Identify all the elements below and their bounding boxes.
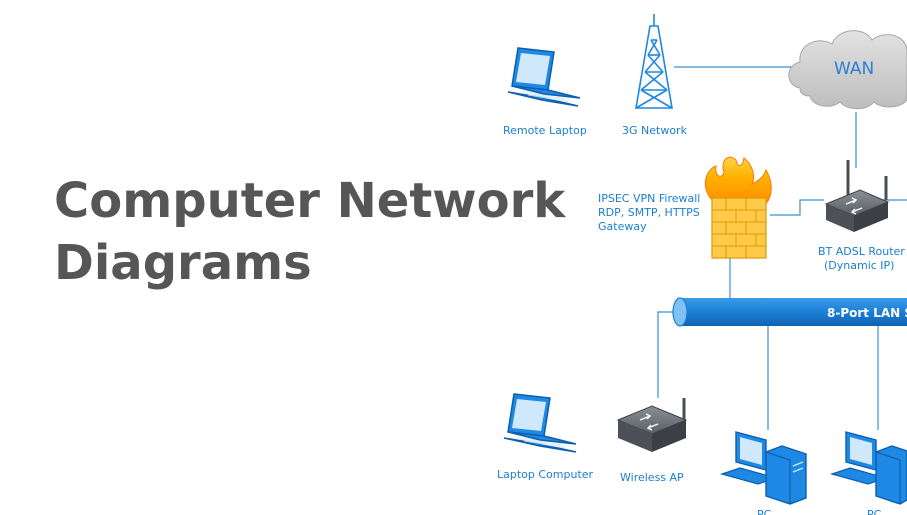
- router-icon: [824, 160, 890, 232]
- lan-switch-pipe: [672, 297, 907, 327]
- laptop-icon: [507, 47, 581, 107]
- 3g-network-label: 3G Network: [622, 124, 688, 137]
- router-label-line-2: (Dynamic IP): [824, 259, 894, 272]
- firewall-icon: [704, 156, 772, 259]
- router-label-line-1: BT ADSL Router: [818, 245, 905, 258]
- cell-tower-icon: [635, 14, 673, 109]
- firewall-label-line-2: RDP, SMTP, HTTPS: [598, 206, 700, 219]
- cloud-icon: [788, 30, 907, 110]
- title-line-2: Diagrams: [54, 235, 312, 291]
- pc-1-label: PC: [757, 508, 772, 515]
- title-line-1: Computer Network: [54, 173, 566, 229]
- link-firewall-router: [770, 199, 824, 216]
- laptop-icon: [503, 393, 577, 453]
- firewall-label-line-3: Gateway: [598, 220, 647, 233]
- wan-label: WAN: [834, 59, 874, 79]
- desktop-pc-icon: [719, 431, 807, 505]
- wireless-ap-icon: [616, 398, 688, 452]
- remote-laptop-label: Remote Laptop: [503, 124, 587, 137]
- wireless-ap-label: Wireless AP: [620, 471, 684, 484]
- lan-switch-label: 8-Port LAN S: [827, 306, 907, 320]
- pc-2-label: PC: [867, 508, 882, 515]
- page-title: Computer Network Diagrams: [54, 170, 565, 294]
- desktop-pc-icon: [829, 431, 907, 505]
- firewall-label-line-1: IPSEC VPN Firewall: [598, 192, 700, 205]
- laptop-computer-label: Laptop Computer: [497, 468, 594, 481]
